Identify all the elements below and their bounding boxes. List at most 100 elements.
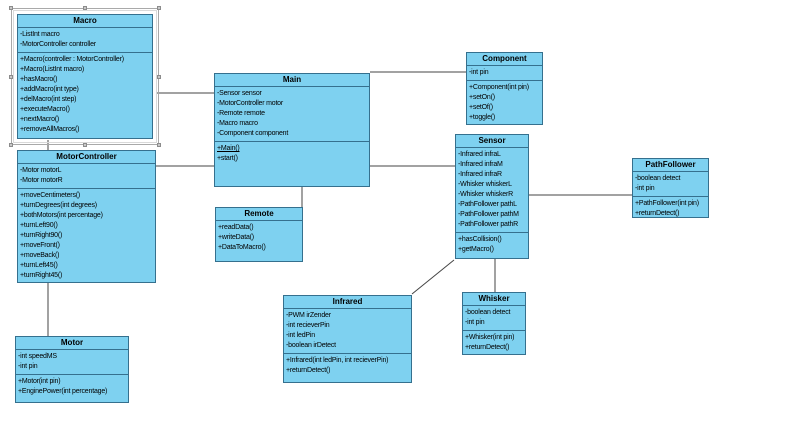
attributes-compartment: -int speedMS-int pin xyxy=(16,350,128,375)
method-row: +readData() xyxy=(218,224,254,231)
attributes-compartment: -PWM irZender-int recieverPin-int ledPin… xyxy=(284,309,411,354)
method-row: +writeData() xyxy=(218,234,254,241)
class-title: PathFollower xyxy=(633,159,708,172)
class-title: Infrared xyxy=(284,296,411,309)
class-node-remote[interactable]: Remote +readData() +writeData() +DataToMacr… xyxy=(215,207,303,262)
selection-handle[interactable] xyxy=(157,6,161,10)
selection-handle[interactable] xyxy=(9,143,13,147)
methods-compartment: +Motor(int pin) +EnginePower(int percenta… xyxy=(16,375,128,402)
method-row: +EnginePower(int percentage) xyxy=(18,388,108,395)
methods-compartment: +readData() +writeData() +DataToMacro() xyxy=(216,221,302,261)
method-row: +turnLeft90() xyxy=(20,222,58,229)
class-node-motor[interactable]: Motor-int speedMS-int pin+Motor(int pin)… xyxy=(15,336,129,403)
method-row: +turnDegrees(int degrees) xyxy=(20,202,97,209)
selection-handle[interactable] xyxy=(157,143,161,147)
attribute-row: -Macro macro xyxy=(217,120,258,127)
methods-compartment: +PathFollower(int pin) +returnDetect() xyxy=(633,197,708,221)
method-row: +Infrared(int ledPin, int recieverPin) xyxy=(286,357,389,364)
class-title: Motor xyxy=(16,337,128,350)
attribute-row: -PathFollower pathL xyxy=(458,201,517,208)
method-row: +returnDetect() xyxy=(286,367,331,374)
selection-handle[interactable] xyxy=(9,74,13,79)
attributes-compartment: -boolean detect -int pin xyxy=(633,172,708,197)
method-row: +moveBack() xyxy=(20,252,60,259)
attribute-row: -Component component xyxy=(217,130,289,137)
method-row: +turnRight45() xyxy=(20,272,63,279)
attributes-compartment: -boolean detect-int pin xyxy=(463,306,525,331)
methods-compartment: +moveCentimeters() +turnDegrees(int degre… xyxy=(18,189,155,283)
methods-compartment: +Whisker(int pin)+returnDetect() xyxy=(463,331,525,355)
method-row: +returnDetect() xyxy=(635,210,680,217)
attribute-row: -Infrared infraL xyxy=(458,151,501,158)
attribute-row: -Infrared infraR xyxy=(458,171,502,178)
method-row: +start() xyxy=(217,155,238,162)
attribute-row: -PWM irZender xyxy=(286,312,331,319)
attribute-row: -Whisker whiskerR xyxy=(458,191,513,198)
class-title: Remote xyxy=(216,208,302,221)
methods-compartment: +Infrared(int ledPin, int recieverPin) +r… xyxy=(284,354,411,382)
class-node-macro[interactable]: Macro -ListInt macro -MotorController cont… xyxy=(17,14,153,139)
attribute-row: -MotorController motor xyxy=(217,100,284,107)
method-row: +PathFollower(int pin) xyxy=(635,200,699,207)
attribute-row: -int pin xyxy=(635,185,655,192)
method-row: +addMacro(int type) xyxy=(20,86,79,93)
class-title: Whisker xyxy=(463,293,525,306)
method-row: +executeMacro() xyxy=(20,106,70,113)
class-node-main[interactable]: Main-Sensor sensor-MotorController motor… xyxy=(214,73,370,187)
selection-handle[interactable] xyxy=(157,74,161,79)
method-row: +DataToMacro() xyxy=(218,244,266,251)
selection-handle[interactable] xyxy=(83,6,87,10)
method-row: +hasCollision() xyxy=(458,236,502,243)
selection-handle[interactable] xyxy=(83,143,87,147)
attribute-row: -boolean detect xyxy=(635,175,681,182)
class-node-sensor[interactable]: Sensor -Infrared infraL -Infrared infraM -I… xyxy=(455,134,529,259)
method-row: +delMacro(int step) xyxy=(20,96,77,103)
method-row: +moveCentimeters() xyxy=(20,192,81,199)
attributes-compartment: -Sensor sensor -MotorController motor -Rem… xyxy=(215,87,369,142)
methods-compartment: +Macro(controller : MotorController) +Mac… xyxy=(18,53,152,138)
method-row: +bothMotors(int percentage) xyxy=(20,212,103,219)
attributes-compartment: -ListInt macro -MotorController controlle… xyxy=(18,28,152,53)
class-node-pathfollower[interactable]: PathFollower -boolean detect -int pin +Path… xyxy=(632,158,709,218)
method-row: +Motor(int pin) xyxy=(18,378,61,385)
methods-compartment: +Main() +start() xyxy=(215,142,369,186)
method-row: +Main() xyxy=(217,145,240,152)
method-row: +turnRight90() xyxy=(20,232,63,239)
method-row: +Whisker(int pin) xyxy=(465,334,515,341)
method-row: +nextMacro() xyxy=(20,116,60,123)
attributes-compartment: -int pin xyxy=(467,66,542,81)
attribute-row: -Remote remote xyxy=(217,110,265,117)
selection-handle[interactable] xyxy=(9,6,13,10)
connector-sensor-infrared[interactable] xyxy=(411,259,455,295)
class-title: Component xyxy=(467,53,542,66)
method-row: +turnLeft45() xyxy=(20,262,58,269)
method-row: +setOf() xyxy=(469,104,493,111)
attribute-row: -Infrared infraM xyxy=(458,161,503,168)
method-row: +Macro(ListInt macro) xyxy=(20,66,85,73)
attribute-row: -int pin xyxy=(465,319,485,326)
class-node-infrared[interactable]: Infrared-PWM irZender-int recieverPin-in… xyxy=(283,295,412,383)
attribute-row: -int recieverPin xyxy=(286,322,330,329)
method-row: +Macro(controller : MotorController) xyxy=(20,56,124,63)
method-row: +removeAllMacros() xyxy=(20,126,80,133)
class-node-component[interactable]: Component-int pin+Component(int pin)+set… xyxy=(466,52,543,125)
attribute-row: -int pin xyxy=(18,363,38,370)
attribute-row: -PathFollower pathM xyxy=(458,211,519,218)
class-title: Sensor xyxy=(456,135,528,148)
attribute-row: -PathFollower pathR xyxy=(458,221,519,228)
class-node-motorcontroller[interactable]: MotorController-Motor motorL-Motor motor… xyxy=(17,150,156,283)
attribute-row: -Sensor sensor xyxy=(217,90,262,97)
methods-compartment: +hasCollision()+getMacro() xyxy=(456,233,528,258)
method-row: +Component(int pin) xyxy=(469,84,529,91)
class-node-whisker[interactable]: Whisker-boolean detect-int pin+Whisker(i… xyxy=(462,292,526,355)
attribute-row: -Motor motorL xyxy=(20,167,62,174)
methods-compartment: +Component(int pin)+setOn()+setOf()+togg… xyxy=(467,81,542,125)
class-title: Macro xyxy=(18,15,152,28)
attribute-row: -ListInt macro xyxy=(20,31,60,38)
method-row: +moveFront() xyxy=(20,242,60,249)
attribute-row: -int pin xyxy=(469,69,489,76)
attribute-row: -Motor motorR xyxy=(20,177,63,184)
attribute-row: -MotorController controller xyxy=(20,41,96,48)
